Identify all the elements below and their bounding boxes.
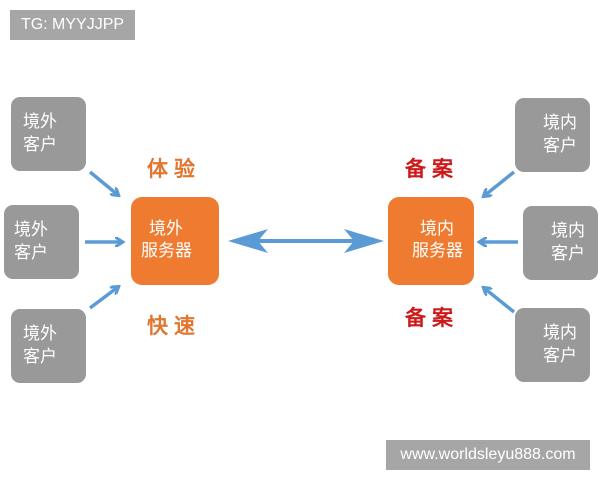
domestic-server: 境内 服务器 [388,197,474,285]
client-line2: 客户 [543,136,577,156]
overseas-client-3: 境外 客户 [11,309,86,383]
server-line2: 服务器 [141,241,192,261]
server-line1: 境内 [420,219,454,239]
label-filing-bottom: 备案 [405,305,459,330]
client-line1: 境内 [543,113,577,133]
domestic-client-1: 境内 客户 [515,98,590,172]
client-line1: 境内 [551,221,585,241]
overseas-server: 境外 服务器 [131,197,219,285]
overseas-client-1: 境外 客户 [11,97,86,171]
label-experience: 体验 [147,156,201,181]
arrow-left-client-1 [88,170,118,195]
server-line2: 服务器 [412,241,463,261]
client-line2: 客户 [23,135,57,155]
telegram-watermark: TG: MYYJJPP [10,10,135,40]
client-line1: 境外 [23,112,57,132]
overseas-client-2: 境外 客户 [4,205,79,279]
server-line1: 境外 [149,219,183,239]
domestic-client-2: 境内 客户 [523,206,598,280]
client-line2: 客户 [14,243,48,263]
client-line1: 境内 [543,323,577,343]
label-fast: 快速 [147,313,201,338]
client-line1: 境外 [14,220,48,240]
arrow-right-client-3 [484,288,516,314]
client-line2: 客户 [23,347,57,367]
website-watermark: www.worldsleyu888.com [386,440,590,470]
double-arrow-icon [228,229,384,253]
arrow-left-client-3 [88,287,118,310]
client-line2: 客户 [551,244,585,264]
arrow-right-client-1 [484,170,516,196]
label-filing-top: 备案 [405,156,459,181]
client-line2: 客户 [543,346,577,366]
client-line1: 境外 [23,324,57,344]
domestic-client-3: 境内 客户 [515,308,590,382]
